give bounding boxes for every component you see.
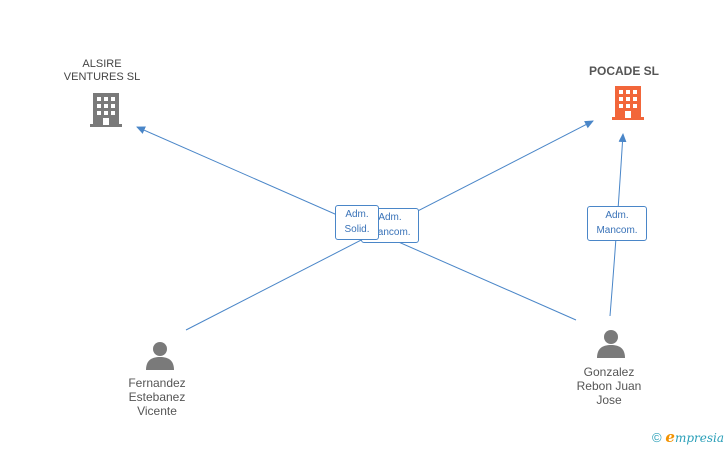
role-box-adm-mancom-right[interactable]: Adm. Mancom. (587, 206, 647, 241)
company-label-pocade[interactable]: POCADE SL (574, 65, 674, 78)
role-line: Mancom. (369, 227, 411, 238)
person-label-gonzalez[interactable]: Gonzalez Rebon Juan Jose (559, 365, 659, 407)
role-line: Adm. (378, 212, 402, 223)
empresia-logo: © empresia (652, 428, 724, 446)
person-name-line: Estebanez (128, 390, 186, 404)
company-name-line1: POCADE SL (588, 64, 659, 78)
role-line: Adm. (345, 209, 369, 220)
company-label-alsire[interactable]: ALSIRE VENTURES SL (52, 58, 152, 84)
person-label-fernandez[interactable]: Fernandez Estebanez Vicente (107, 376, 207, 418)
person-icon[interactable] (596, 328, 626, 358)
person-name-line: Jose (596, 393, 622, 407)
company-name-line2: VENTURES SL (63, 71, 141, 83)
building-icon[interactable] (612, 86, 644, 120)
brand-name: mpresia (674, 431, 724, 445)
role-line: Mancom. (596, 225, 638, 236)
role-line: Solid. (344, 224, 370, 235)
person-name-line: Fernandez (128, 376, 186, 390)
role-line: Adm. (605, 210, 629, 221)
person-name-line: Vicente (137, 404, 177, 418)
person-icon[interactable] (145, 340, 175, 370)
company-name-line1: ALSIRE (82, 58, 122, 70)
building-icon[interactable] (90, 93, 122, 127)
brand-initial: e (665, 428, 675, 446)
copyright-symbol: © (651, 430, 662, 445)
person-name-line: Gonzalez (583, 365, 635, 379)
person-name-line: Rebon Juan (576, 379, 642, 393)
role-box-adm-solid-center[interactable]: Adm. Solid. (335, 205, 379, 240)
